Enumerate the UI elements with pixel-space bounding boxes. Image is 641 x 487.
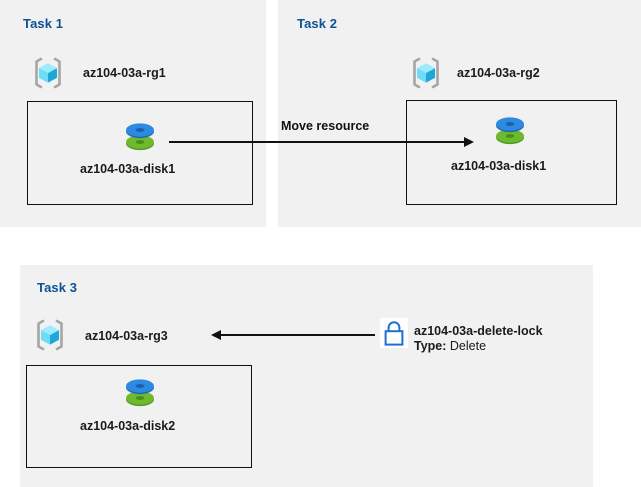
panel-task-1-title: Task 1 — [23, 16, 64, 31]
resource-group-icon — [409, 56, 443, 90]
managed-disk-icon — [494, 113, 526, 147]
resource-label-disk1-task-1: az104-03a-disk1 — [80, 162, 176, 176]
resource-container-task-2 — [406, 100, 617, 205]
resource-label-disk2-task-3: az104-03a-disk2 — [80, 419, 176, 433]
panel-task-1 — [0, 0, 266, 227]
resource-group-label-rg1: az104-03a-rg1 — [83, 66, 166, 80]
resource-group-icon — [33, 318, 67, 352]
move-resource-arrowhead — [464, 137, 474, 147]
lock-type-line: Type: Delete — [414, 339, 543, 354]
resource-label-disk1-task-2: az104-03a-disk1 — [451, 159, 547, 173]
managed-disk-icon — [124, 119, 156, 153]
resource-group-icon — [31, 56, 65, 90]
lock-type-value: Delete — [446, 339, 487, 353]
managed-disk-icon — [124, 375, 156, 409]
panel-task-3 — [20, 265, 593, 487]
panel-task-2 — [278, 0, 641, 227]
panel-task-2-title: Task 2 — [297, 16, 338, 31]
move-resource-connector-label: Move resource — [281, 119, 370, 133]
move-resource-connector-line — [169, 141, 465, 143]
resource-group-label-rg3: az104-03a-rg3 — [85, 329, 168, 343]
lock-icon — [380, 318, 408, 348]
lock-connector-line — [220, 334, 375, 336]
lock-type-key: Type: — [414, 339, 447, 353]
panel-task-3-title: Task 3 — [37, 280, 78, 295]
lock-text-block: az104-03a-delete-lock Type: Delete — [414, 324, 543, 354]
lock-connector-arrowhead — [211, 330, 221, 340]
resource-container-task-3 — [26, 365, 252, 468]
resource-group-label-rg2: az104-03a-rg2 — [457, 66, 540, 80]
lock-name-label: az104-03a-delete-lock — [414, 324, 543, 338]
resource-container-task-1 — [27, 101, 253, 205]
